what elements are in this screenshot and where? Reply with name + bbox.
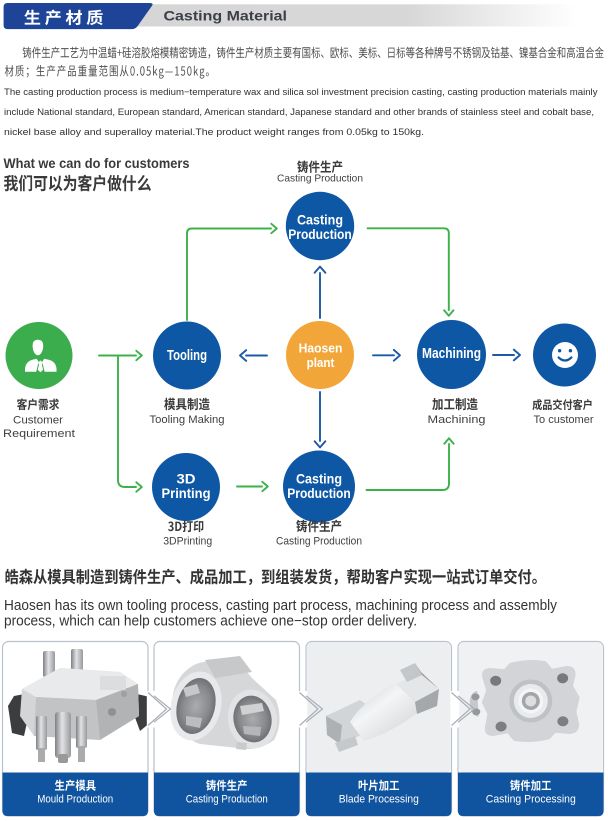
svg-text:Casting Processing: Casting Processing	[486, 793, 576, 805]
svg-text:Tooling Making: Tooling Making	[150, 414, 225, 426]
svg-text:Requirement: Requirement	[3, 428, 75, 440]
svg-text:The casting production process: The casting production process is medium…	[4, 87, 598, 97]
svg-text:Casting Production: Casting Production	[276, 535, 362, 547]
svg-text:Production: Production	[287, 486, 351, 502]
svg-text:Casting: Casting	[297, 213, 343, 229]
svg-text:nickel base alloy and superall: nickel base alloy and superalloy materia…	[4, 127, 424, 137]
svg-text:Casting Production: Casting Production	[186, 793, 268, 805]
svg-text:What we can do for customers: What we can do for customers	[4, 156, 190, 171]
svg-text:Production: Production	[288, 227, 352, 243]
svg-text:Machining: Machining	[422, 345, 481, 362]
svg-text:Tooling: Tooling	[167, 347, 207, 364]
svg-text:Blade Processing: Blade Processing	[339, 793, 419, 805]
svg-text:Customer: Customer	[13, 415, 64, 427]
svg-text:Haosen: Haosen	[299, 340, 343, 355]
svg-text:Casting: Casting	[296, 471, 342, 487]
svg-text:include National standard, Eur: include National standard, European stan…	[4, 107, 594, 117]
svg-text:Casting Production: Casting Production	[277, 174, 363, 185]
svg-text:To customer: To customer	[534, 414, 594, 426]
svg-text:Machining: Machining	[428, 414, 486, 426]
svg-text:3D: 3D	[177, 471, 196, 486]
svg-text:plant: plant	[307, 355, 335, 370]
svg-text:process, which can help custom: process, which can help customers achiev…	[4, 613, 417, 629]
svg-text:Mould Production: Mould Production	[37, 793, 113, 805]
svg-text:Printing: Printing	[162, 486, 211, 501]
svg-text:3DPrinting: 3DPrinting	[163, 535, 212, 547]
svg-text:Casting Material: Casting Material	[164, 8, 288, 24]
svg-text:Haosen has its own tooling pro: Haosen has its own tooling process, cast…	[4, 598, 558, 614]
